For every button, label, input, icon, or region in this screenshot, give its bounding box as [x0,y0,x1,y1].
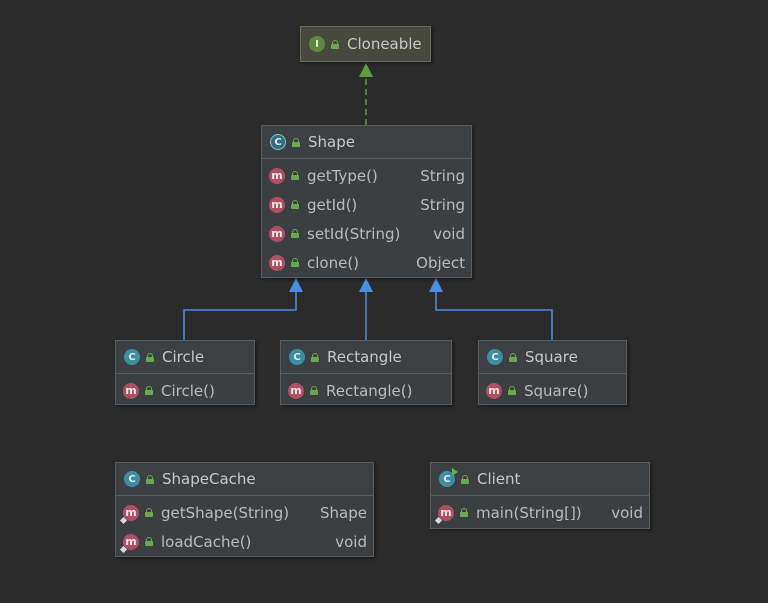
method-return-type: Object [416,253,465,272]
circle-header: C Circle [116,341,254,373]
method-name: getShape(String) [161,503,290,522]
method-row[interactable]: m getType() String [262,161,471,190]
public-lock-icon [460,508,468,517]
abstract-class-icon: C [270,134,286,150]
cloneable-interface-node[interactable]: I Cloneable [300,26,431,62]
rectangle-members: m Rectangle() [281,373,451,407]
constructor-name: Square() [524,381,589,400]
shape-members: m getType() String m getId() String m se… [262,158,471,279]
square-members: m Square() [479,373,626,407]
method-return-type: void [335,532,367,551]
method-row[interactable]: m main(String[]) void [431,498,649,527]
interface-icon: I [309,36,325,52]
method-icon: m [123,382,139,399]
extends-arrowhead-square [429,278,443,292]
method-return-type: String [420,166,465,185]
static-method-icon: m [123,504,139,521]
square-name: Square [525,348,578,366]
public-lock-icon [509,352,517,362]
public-lock-icon [145,537,153,546]
method-name: clone() [307,253,360,272]
method-return-type: String [420,195,465,214]
constructor-row[interactable]: m Circle() [116,376,254,405]
cloneable-header: I Cloneable [301,27,430,61]
method-row[interactable]: m loadCache() void [116,527,373,556]
constructor-row[interactable]: m Rectangle() [281,376,451,405]
method-return-type: void [433,224,465,243]
shape-name: Shape [308,133,355,151]
method-icon: m [269,225,285,242]
rectangle-name: Rectangle [327,348,402,366]
public-lock-icon [310,386,318,395]
constructor-name: Circle() [161,381,215,400]
client-members: m main(String[]) void [431,495,649,529]
method-row[interactable]: m setId(String) void [262,219,471,248]
shapecache-header: C ShapeCache [116,463,373,495]
class-icon: C [124,471,140,487]
client-header: C Client [431,463,649,495]
square-header: C Square [479,341,626,373]
method-name: getType() [307,166,378,185]
class-icon: C [487,349,503,365]
shapecache-name: ShapeCache [162,470,256,488]
method-return-type: void [611,503,643,522]
public-lock-icon [146,352,154,362]
extends-arrowhead-rectangle [359,278,373,292]
shape-class-node[interactable]: C Shape m getType() String m getId() Str… [261,125,472,278]
method-row[interactable]: m getId() String [262,190,471,219]
public-lock-icon [145,386,153,395]
square-class-node[interactable]: C Square m Square() [478,340,627,405]
circle-name: Circle [162,348,205,366]
method-icon: m [288,382,304,399]
constructor-name: Rectangle() [326,381,413,400]
method-name: getId() [307,195,358,214]
method-icon: m [486,382,502,399]
public-lock-icon [146,474,154,484]
public-lock-icon [291,229,299,238]
public-lock-icon [291,258,299,267]
circle-members: m Circle() [116,373,254,407]
public-lock-icon [461,474,469,484]
public-lock-icon [145,508,153,517]
extends-arrowhead-circle [289,278,303,292]
static-method-icon: m [123,533,139,550]
client-name: Client [477,470,521,488]
extends-edge-square [435,292,553,340]
client-class-node[interactable]: C Client m main(String[]) void [430,462,650,529]
method-name: loadCache() [161,532,252,551]
method-name: main(String[]) [476,503,582,522]
public-lock-icon [311,352,319,362]
method-icon: m [269,254,285,271]
class-icon: C [124,349,140,365]
rectangle-header: C Rectangle [281,341,451,373]
shape-header: C Shape [262,126,471,158]
public-lock-icon [291,171,299,180]
method-row[interactable]: m getShape(String) Shape [116,498,373,527]
class-icon: C [289,349,305,365]
public-lock-icon [508,386,516,395]
cloneable-name: Cloneable [347,35,422,53]
shapecache-members: m getShape(String) Shape m loadCache() v… [116,495,373,558]
runnable-class-icon: C [439,468,458,487]
circle-class-node[interactable]: C Circle m Circle() [115,340,255,405]
public-lock-icon [331,39,339,49]
implements-arrowhead [359,63,373,77]
public-lock-icon [291,200,299,209]
constructor-row[interactable]: m Square() [479,376,626,405]
method-icon: m [269,196,285,213]
public-lock-icon [292,137,300,147]
method-name: setId(String) [307,224,401,243]
method-return-type: Shape [320,503,367,522]
rectangle-class-node[interactable]: C Rectangle m Rectangle() [280,340,452,405]
shapecache-class-node[interactable]: C ShapeCache m getShape(String) Shape m … [115,462,374,557]
extends-edge-circle [183,292,297,340]
method-icon: m [269,167,285,184]
method-row[interactable]: m clone() Object [262,248,471,277]
static-method-icon: m [438,504,454,521]
